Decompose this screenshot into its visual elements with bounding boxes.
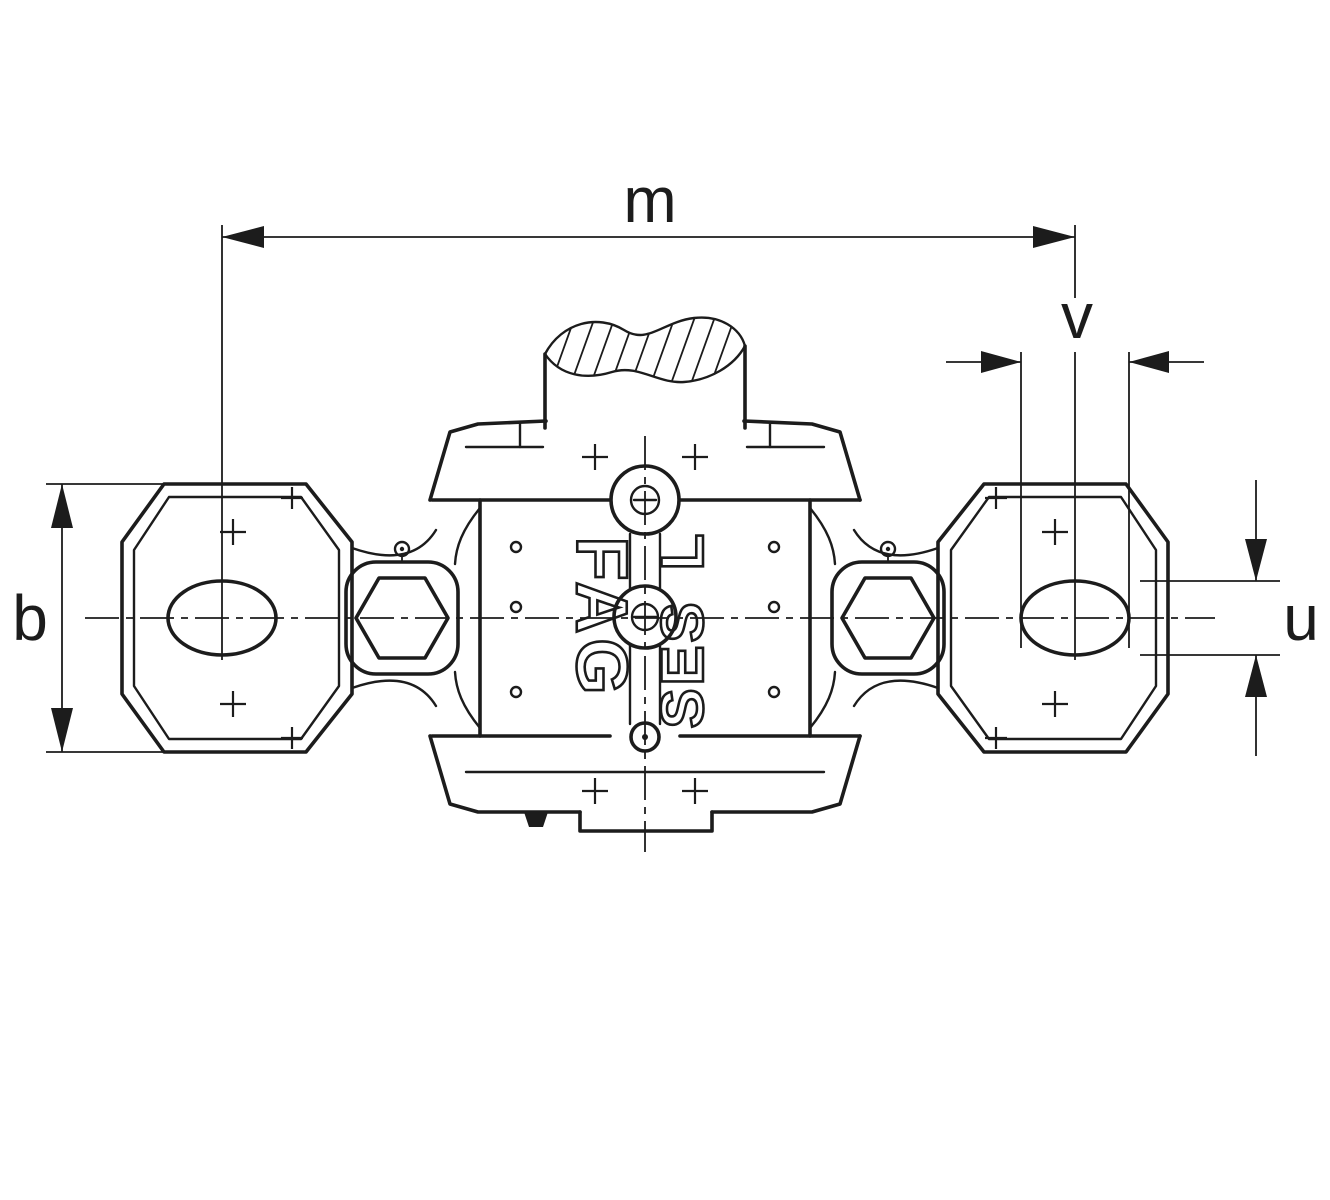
- oil-hole-center: [885, 546, 891, 552]
- bolt-position-cross: [582, 778, 708, 804]
- oil-hole-center: [399, 546, 405, 552]
- housing-cap-top: [428, 419, 862, 502]
- grease-nipple-center: [612, 584, 678, 650]
- bolt-position-cross: [220, 487, 303, 749]
- arrowhead-bottom: [51, 708, 73, 752]
- cap-bottom-outline-left: [428, 734, 582, 814]
- dimension-v: v: [946, 280, 1204, 648]
- arrowhead-right: [1033, 226, 1075, 248]
- bolt-position-cross: [985, 487, 1068, 749]
- arrowhead-left: [981, 351, 1021, 373]
- flange-plate-inner-edge: [132, 495, 341, 741]
- brand-text: FAG: [561, 536, 641, 699]
- bolt-position-cross: [582, 444, 708, 470]
- dim-label-u: u: [1283, 582, 1319, 654]
- arrowhead-top: [1245, 539, 1267, 581]
- cast-markings: FAG SES L: [560, 532, 718, 729]
- arrowhead-left: [222, 226, 264, 248]
- hex-nut: [840, 576, 936, 660]
- flange-bolt-slot: [1019, 579, 1131, 657]
- variant-text: L: [649, 534, 716, 571]
- center-cap-plate: [478, 464, 812, 753]
- series-text: SES: [649, 599, 716, 728]
- dimension-m: m: [221, 164, 1076, 660]
- housing-cap-bottom: [428, 734, 862, 833]
- flange-left: [120, 482, 354, 754]
- grease-port-bottom: [629, 721, 661, 753]
- hex-bolt-right: [830, 540, 946, 676]
- dimension-u: u: [1140, 480, 1319, 756]
- grease-nipple-top: [609, 464, 681, 536]
- flange-bolt-slot: [166, 579, 278, 657]
- flange-plate-outline: [936, 482, 1170, 754]
- shaft: [543, 316, 747, 430]
- arrowhead-right: [1129, 351, 1169, 373]
- dim-label-m: m: [623, 164, 676, 236]
- flange-plate-outline: [120, 482, 354, 754]
- dim-label-b: b: [12, 582, 48, 654]
- flange-plate-inner-edge: [949, 495, 1158, 741]
- core-holes: [509, 540, 781, 699]
- hex-bolt-left: [344, 540, 460, 676]
- housing-ribs: [350, 506, 940, 730]
- cap-top-outline-left: [428, 419, 548, 502]
- flange-right: [936, 482, 1170, 754]
- arrowhead-bottom: [1245, 655, 1267, 697]
- hex-nut: [354, 576, 450, 660]
- parting-mark: [524, 812, 548, 827]
- cap-bottom-outline-right: [710, 734, 862, 814]
- arrowhead-top: [51, 484, 73, 528]
- cap-top-outline-right: [742, 419, 862, 502]
- dim-label-v: v: [1061, 280, 1093, 352]
- bottom-tab: [578, 810, 714, 833]
